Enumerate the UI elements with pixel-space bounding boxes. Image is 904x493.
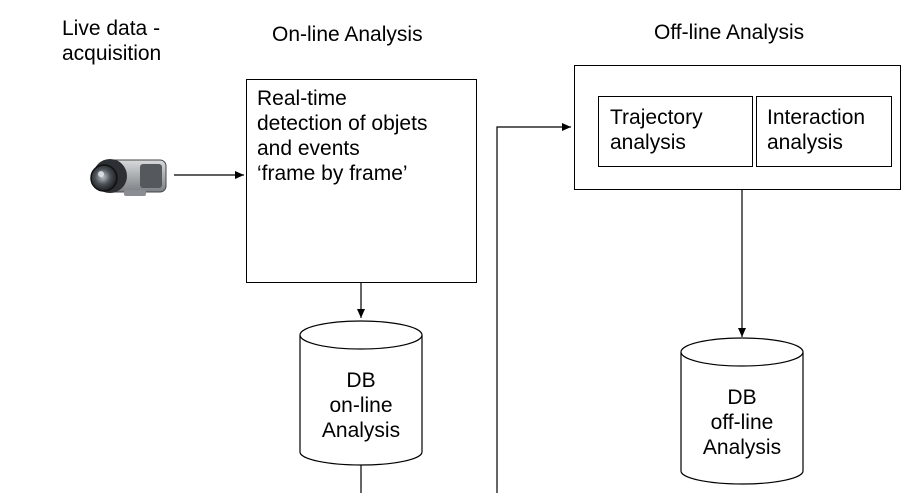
video-camera-icon [90,159,167,196]
arrow-to-offline [496,123,571,493]
interaction-analysis-box: Interaction analysis [756,96,892,167]
online-analysis-title: On-line Analysis [272,23,423,46]
realtime-detection-box: Real-time detection of objets and events… [246,79,477,283]
db-online-label: DB on-line Analysis [321,369,401,442]
interaction-analysis-text: Interaction analysis [767,106,866,154]
db-offline-cylinder [680,337,804,485]
offline-analysis-box: Trajectory analysis Interaction analysis [574,65,901,190]
trajectory-analysis-text: Trajectory analysis [610,106,703,154]
db-online-cylinder [299,320,423,466]
offline-analysis-title: Off-line Analysis [654,21,805,44]
realtime-detection-text: Real-time detection of objets and events… [257,87,428,185]
live-data-label: Live data - acquisition [62,17,162,65]
trajectory-analysis-box: Trajectory analysis [598,96,753,167]
db-offline-label: DB off-line Analysis [702,386,782,459]
